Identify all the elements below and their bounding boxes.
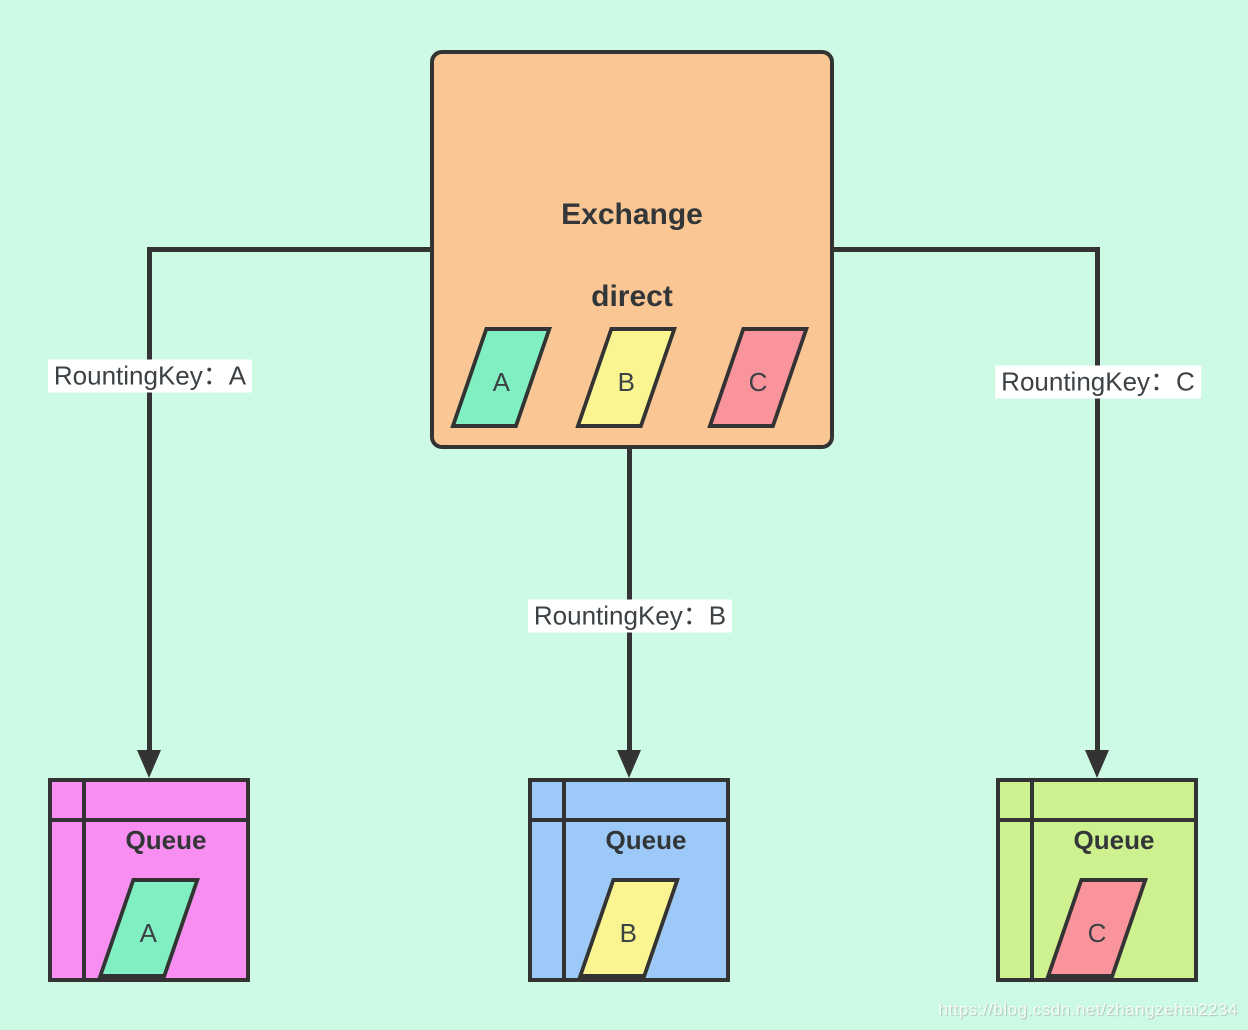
binding-line-right-horizontal	[830, 247, 1100, 252]
queue-left-column-divider	[82, 782, 86, 978]
binding-line-right-vertical	[1095, 247, 1100, 752]
queue-header-divider	[1000, 818, 1194, 822]
queue-message-parallelogram-c: C	[1045, 878, 1148, 978]
routing-key-label-a: RountingKey：A	[47, 359, 253, 393]
message-letter: C	[1087, 917, 1107, 948]
queue-left-column-divider	[562, 782, 566, 978]
arrowhead-middle-icon	[617, 750, 641, 778]
exchange-node: Exchange direct A B C	[430, 50, 834, 449]
binding-line-left-horizontal	[147, 247, 434, 252]
exchange-type-label: direct	[591, 280, 673, 313]
message-letter: C	[748, 367, 768, 397]
queue-node-c: Queue C	[996, 778, 1198, 982]
exchange-message-parallelogram-c: C	[707, 327, 809, 428]
arrowhead-right-icon	[1085, 750, 1109, 778]
queue-header-divider	[532, 818, 726, 822]
arrowhead-left-icon	[137, 750, 161, 778]
queue-left-column-divider	[1030, 782, 1034, 978]
exchange-title: Exchange	[561, 198, 703, 231]
message-letter: B	[620, 917, 638, 948]
queue-title: Queue	[125, 825, 207, 855]
message-letter: B	[617, 367, 635, 397]
queue-message-parallelogram-a: A	[97, 878, 200, 978]
message-letter: A	[492, 367, 510, 397]
queue-title: Queue	[1073, 825, 1155, 855]
exchange-message-parallelogram-b: B	[575, 327, 677, 428]
queue-node-b: Queue B	[528, 778, 730, 982]
queue-message-parallelogram-b: B	[577, 878, 680, 978]
queue-title: Queue	[605, 825, 687, 855]
queue-header-divider	[52, 818, 246, 822]
message-letter: A	[140, 917, 158, 948]
exchange-message-parallelogram-a: A	[450, 327, 552, 428]
watermark-url: https://blog.csdn.net/zhangzehai2234	[938, 1000, 1238, 1019]
queue-node-a: Queue A	[48, 778, 250, 982]
binding-line-middle-vertical	[627, 445, 632, 752]
binding-line-left-vertical	[147, 247, 152, 752]
routing-key-label-c: RountingKey：C	[995, 365, 1201, 399]
routing-key-label-b: RountingKey：B	[527, 599, 733, 633]
